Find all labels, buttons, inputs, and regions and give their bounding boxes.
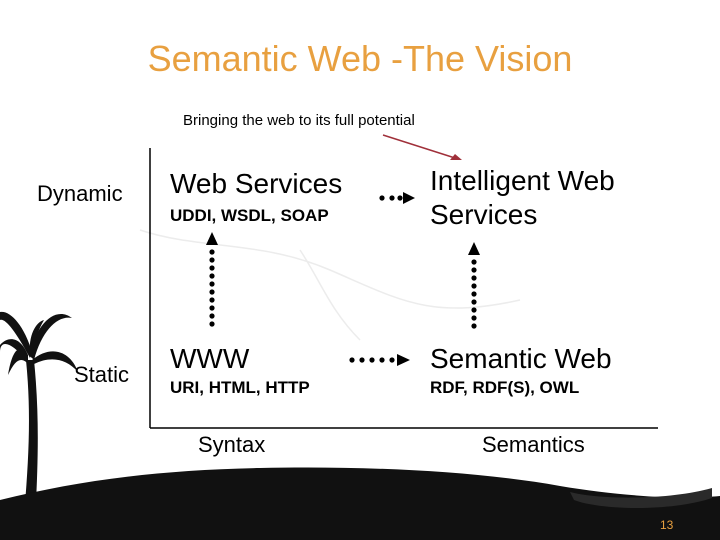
arrow-www-to-semantic-web xyxy=(349,354,410,366)
intelligent-web-services-title: Intelligent Web Services xyxy=(430,165,615,230)
www-technologies: URI, HTML, HTTP xyxy=(170,378,310,397)
page-title: Semantic Web -The Vision xyxy=(147,38,573,79)
canoe-silhouette-icon xyxy=(570,488,712,508)
arrow-web-services-to-intelligent xyxy=(379,192,415,204)
y-label-static: Static xyxy=(74,362,130,387)
arrow-semantic-web-to-intelligent xyxy=(468,242,480,329)
web-services-title: Web Services xyxy=(170,168,343,199)
x-label-syntax: Syntax xyxy=(198,432,266,457)
y-label-dynamic: Dynamic xyxy=(37,181,123,206)
subtitle-arrow xyxy=(382,134,462,160)
www-title: WWW xyxy=(170,343,250,374)
page-number: 13 xyxy=(660,518,674,532)
semantic-web-title: Semantic Web xyxy=(430,343,612,374)
background-sketch xyxy=(139,229,521,341)
ground-silhouette xyxy=(0,467,720,540)
subtitle: Bringing the web to its full potential xyxy=(183,112,415,129)
x-label-semantics: Semantics xyxy=(482,432,585,457)
arrow-www-to-web-services xyxy=(206,232,218,327)
web-services-technologies: UDDI, WSDL, SOAP xyxy=(170,206,329,225)
semantic-web-technologies: RDF, RDF(S), OWL xyxy=(430,378,580,397)
